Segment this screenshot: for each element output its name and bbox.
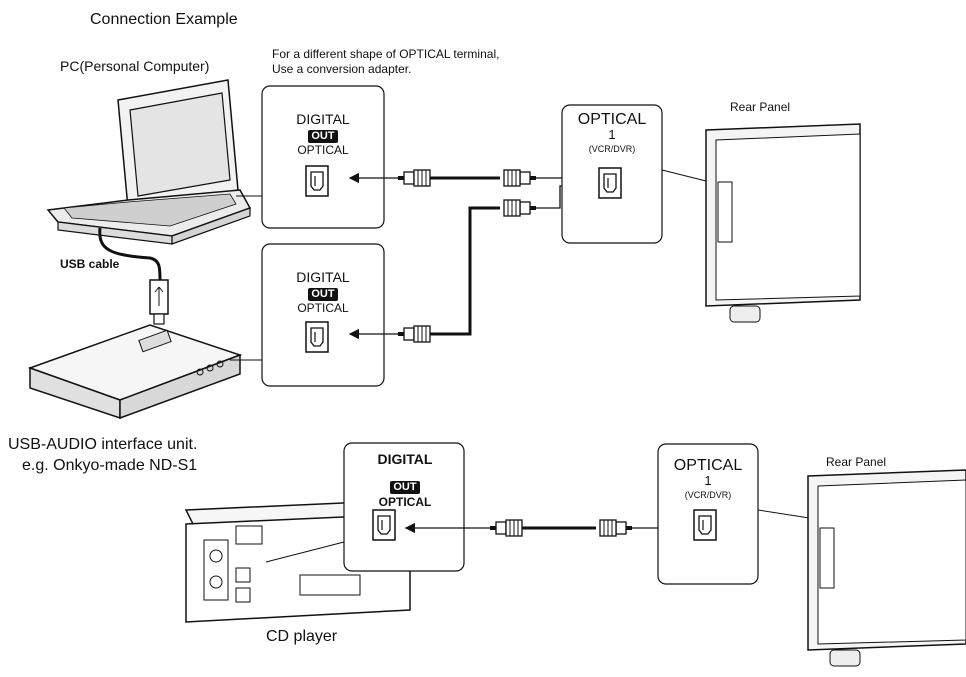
optical-input-sub: (VCR/DVR): [684, 490, 732, 500]
out-badge: OUT: [308, 130, 338, 143]
diagram-title: Connection Example: [90, 11, 238, 28]
usb-unit-line2: e.g. Onkyo-made ND-S1: [22, 457, 198, 474]
optical-text: OPTICAL: [297, 143, 349, 157]
optical-text: OPTICAL: [378, 495, 432, 509]
rear-panel-label-bottom: Rear Panel: [826, 455, 887, 469]
pc-terminal-label: DIGITAL OUT OPTICAL: [268, 112, 378, 158]
optical-input-number: 1: [608, 127, 616, 142]
usb-unit-line1: USB-AUDIO interface unit.: [8, 436, 198, 453]
usb-cable-label: USB cable: [60, 257, 120, 271]
usb-unit-terminal-label: DIGITAL OUT OPTICAL: [268, 270, 378, 316]
usb-audio-unit-illustration: [27, 324, 243, 420]
receiver-rear-panel-bottom: [807, 469, 966, 667]
cd-player-label: CD player: [266, 628, 338, 645]
digital-text: DIGITAL: [377, 451, 433, 467]
optical-input-sub: (VCR/DVR): [588, 144, 636, 154]
rear-panel-label-top: Rear Panel: [730, 100, 791, 114]
receiver-input-bottom-label: OPTICAL 1 (VCR/DVR): [658, 458, 758, 503]
cd-terminal-label: DIGITAL OUT OPTICAL: [350, 451, 460, 510]
optical-input-text: OPTICAL: [577, 111, 647, 128]
pc-label: PC(Personal Computer): [60, 58, 210, 74]
adapter-note-line2: Use a conversion adapter.: [272, 62, 412, 76]
usb-cable-illustration: [98, 227, 169, 325]
laptop-illustration: [46, 79, 252, 245]
optical-input-number: 1: [704, 473, 712, 488]
receiver-input-top-label: OPTICAL 1 (VCR/DVR): [562, 112, 662, 157]
receiver-rear-panel-top: [705, 123, 861, 323]
out-badge: OUT: [390, 481, 420, 494]
digital-text: DIGITAL: [296, 111, 350, 127]
digital-text: DIGITAL: [296, 269, 350, 285]
optical-text: OPTICAL: [297, 301, 349, 315]
adapter-note-line1: For a different shape of OPTICAL termina…: [272, 47, 500, 61]
optical-input-text: OPTICAL: [673, 457, 743, 474]
out-badge: OUT: [308, 288, 338, 301]
